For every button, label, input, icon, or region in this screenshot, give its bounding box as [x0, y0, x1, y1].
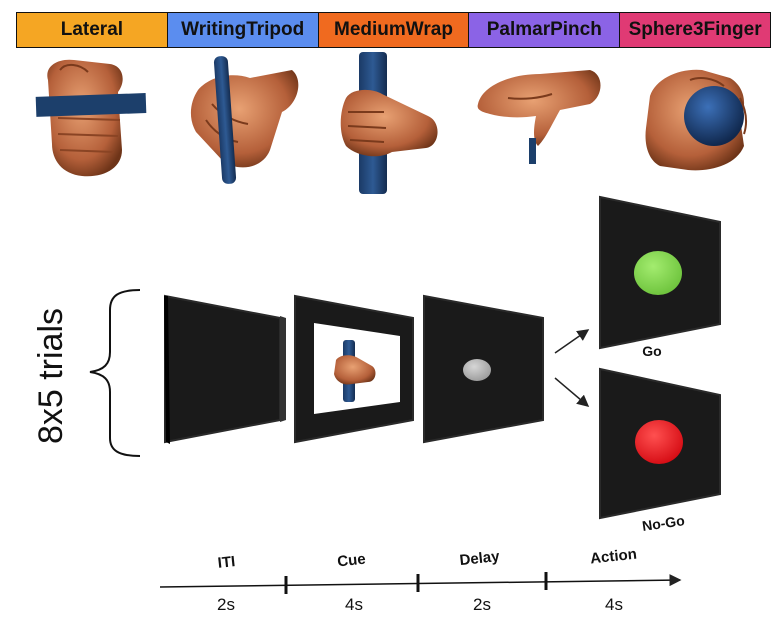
delay-fixation-dot	[463, 359, 491, 381]
grasp-label-sphere-3-finger: Sphere3Finger	[620, 13, 770, 47]
trials-label: 8x5 trials	[32, 308, 70, 444]
phase-label-delay: Delay	[459, 548, 501, 569]
nogo-signal-dot	[635, 420, 683, 464]
duration-iti: 2s	[217, 595, 235, 614]
hand-medium-wrap-illustration	[340, 52, 438, 194]
phase-label-action: Action	[589, 546, 637, 568]
hand-lateral-illustration	[35, 59, 147, 177]
screen-delay	[423, 294, 544, 444]
duration-cue: 4s	[345, 595, 363, 614]
arrow-to-go	[554, 329, 590, 354]
timeline-axis	[159, 574, 682, 588]
arrow-to-nogo	[554, 377, 590, 407]
screen-nogo	[599, 367, 721, 520]
phase-label-cue: Cue	[337, 551, 367, 571]
grasp-label-lateral: Lateral	[17, 13, 168, 47]
hand-writing-tripod-illustration	[190, 56, 299, 184]
phase-label-iti: ITI	[217, 553, 236, 572]
hand-sphere-3-finger-illustration	[645, 69, 748, 171]
duration-delay: 2s	[473, 595, 491, 614]
nogo-label: No-Go	[641, 512, 686, 534]
screen-iti	[164, 294, 286, 444]
trials-brace	[89, 289, 141, 457]
grasp-label-writing-tripod: WritingTripod	[167, 13, 319, 47]
hand-palmar-pinch-illustration	[477, 70, 601, 164]
duration-action: 4s	[605, 595, 623, 614]
screen-cue	[294, 294, 414, 444]
grasp-label-medium-wrap: MediumWrap	[318, 13, 470, 47]
screen-go	[599, 195, 721, 350]
go-signal-dot	[634, 251, 682, 295]
go-label: Go	[642, 343, 661, 359]
grasp-label-palmar-pinch: PalmarPinch	[469, 13, 621, 47]
grasp-type-header: Lateral WritingTripod MediumWrap PalmarP…	[16, 12, 771, 48]
